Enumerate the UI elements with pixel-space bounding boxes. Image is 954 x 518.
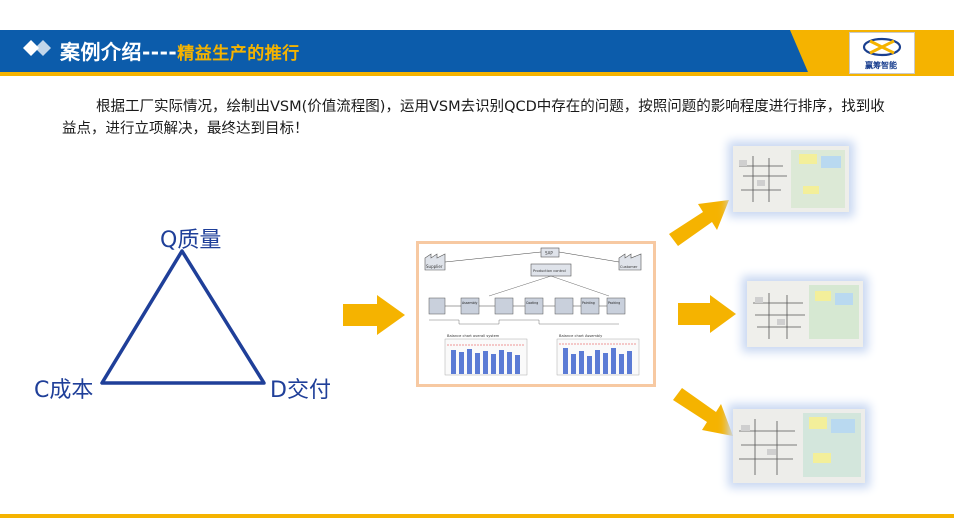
page-title: 案例介绍----精益生产的推行 (60, 36, 300, 65)
vsm-photo-1-image (733, 146, 849, 212)
vsm-chart2-title: Balance chart Assembly (559, 334, 603, 338)
vsm-packing: Packing (608, 301, 620, 305)
vsm-photo-2 (747, 281, 863, 347)
vsm-supplier: Supplier (426, 264, 443, 269)
vsm-diagram: Supplier SAP Customer Production control… (419, 244, 653, 384)
delivery-label: D交付 (270, 378, 331, 403)
vsm-photo-1 (733, 146, 849, 212)
company-logo (849, 32, 915, 74)
quality-label: Q质量 (160, 228, 222, 253)
vsm-customer: Customer (620, 265, 638, 269)
vsm-photo-3 (733, 409, 865, 483)
vsm-assembly: Assembly (462, 301, 477, 305)
vsm-image: Supplier SAP Customer Production control… (416, 241, 656, 387)
arrow-right-icon (678, 295, 736, 333)
title-main: 案例介绍---- (60, 40, 178, 64)
description-text: 根据工厂实际情况，绘制出VSM(价值流程图)，运用VSM去识别QCD中存在的问题… (62, 99, 885, 137)
qcd-triangle (100, 249, 266, 385)
footer-line (0, 514, 954, 518)
company-logo-icon (862, 37, 902, 57)
arrow-up-right-icon (669, 200, 729, 246)
title-sub: 精益生产的推行 (177, 44, 300, 64)
logo-text: 赢筹智能 (865, 61, 897, 70)
arrow-down-right-icon (673, 388, 733, 436)
vsm-photo-3-image (733, 409, 865, 483)
vsm-painting: Painting (582, 301, 595, 305)
vsm-photo-2-image (747, 281, 863, 347)
vsm-sap: SAP (545, 251, 553, 256)
cost-label: C成本 (34, 378, 94, 403)
vsm-coating: Coating (526, 301, 538, 305)
diamond-bullet-icon (23, 40, 51, 56)
vsm-production-control: Production control (533, 269, 566, 273)
header-underline (0, 72, 954, 76)
arrow-right-icon (343, 295, 405, 335)
vsm-chart1-title: Balance chart overall system (447, 334, 500, 338)
